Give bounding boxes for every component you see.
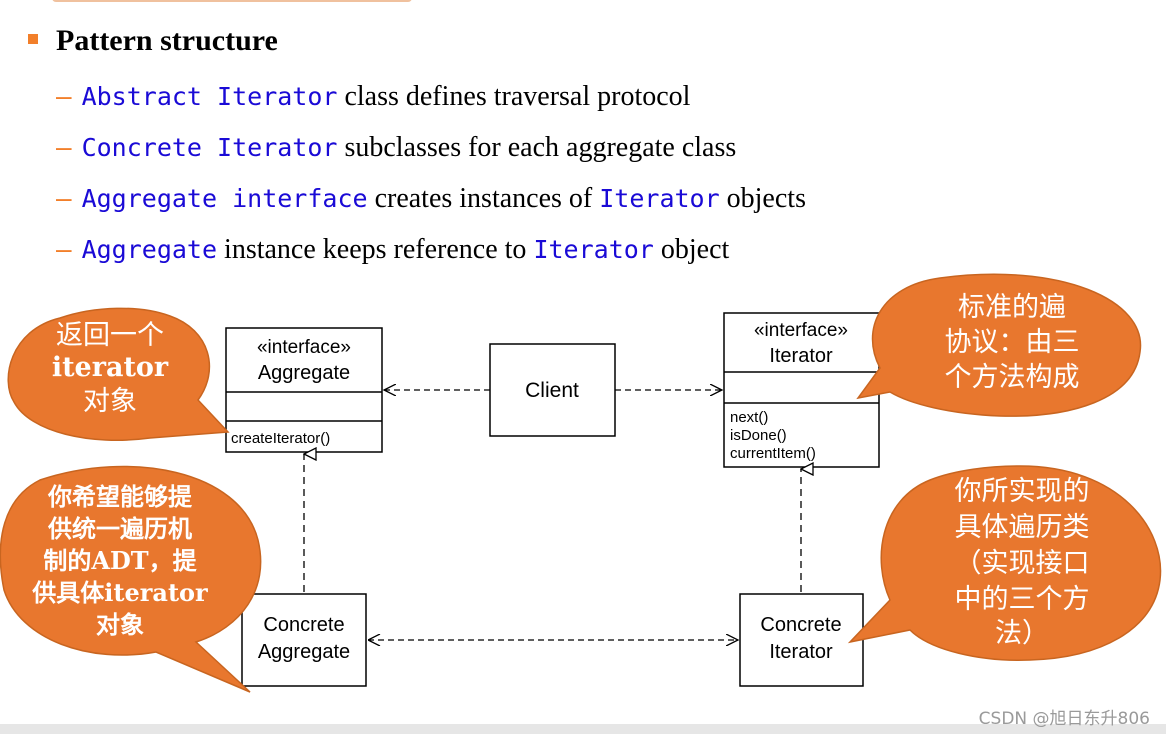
concrete-iterator-line2: Iterator [769,641,833,663]
bullet-code: Aggregate [81,235,218,264]
bullet-square-icon [28,34,38,45]
bullet-item: –Aggregate instance keeps reference to I… [56,233,806,284]
bullet-code: Abstract Iterator [81,82,338,111]
client-name: Client [525,379,579,402]
watermark: CSDN @旭日东升806 [978,709,1150,729]
callout-text: 协议：由三 [945,327,1080,358]
callout-concrete-iterator: 你所实现的 具体遍历类 （实现接口 中的三个方 法） [847,465,1162,661]
callout-text: 法） [995,618,1049,649]
callout-text: 标准的遍 [958,292,1066,323]
bullet-code: Iterator [533,235,654,264]
bullet-code: Iterator [599,184,720,213]
bullet-code: Concrete Iterator [81,133,338,162]
aggregate-interface-box: «interface» Aggregate createIterator() [225,327,383,453]
dash-icon: – [56,131,72,162]
bullet-code: Aggregate interface [81,184,368,213]
iterator-method: isDone() [730,427,787,444]
concrete-iterator-line1: Concrete [760,614,841,636]
callout-text: 对象 [83,386,137,417]
dash-icon: – [56,80,72,111]
callout-text: 中的三个方 [955,584,1090,615]
iterator-stereotype: «interface» [754,320,848,341]
callout-text: 具体遍历类 [955,512,1090,543]
bottom-scroll-bar [0,724,1166,734]
callout-adt: 你希望能够提 供统一遍历机 制的ADT，提 供具体iterator 对象 [0,465,262,693]
callout-text: 供统一遍历机 [47,514,192,543]
concrete-aggregate-line1: Concrete [263,614,344,636]
bullet-text: subclasses for each aggregate class [337,132,737,163]
concrete-aggregate-line2: Aggregate [258,641,350,663]
bullet-text: object [653,234,730,265]
bullet-item: –Aggregate interface creates instances o… [56,182,806,233]
dash-icon: – [56,233,72,264]
callout-text: 供具体iterator [31,578,208,607]
concrete-iterator-box: Concrete Iterator [739,593,864,687]
callout-text: 制的ADT，提 [43,546,197,575]
callout-return-iterator: 返回一个 iterator 对象 [7,307,230,441]
aggregate-method: createIterator() [231,430,330,447]
iterator-method: next() [730,409,768,426]
callout-standard-protocol: 标准的遍 协议：由三 个方法构成 [856,273,1142,417]
dash-icon: – [56,182,72,213]
bullet-item: –Abstract Iterator class defines travers… [56,80,806,131]
callout-text: 个方法构成 [945,362,1080,393]
section-heading: Pattern structure [28,24,278,58]
callout-text: 你希望能够提 [47,482,193,511]
bullet-list: –Abstract Iterator class defines travers… [56,80,806,284]
bullet-text: instance keeps reference to [217,234,534,265]
callout-text: （实现接口 [955,548,1090,579]
callout-text: iterator [52,352,169,383]
iterator-method: currentItem() [730,445,816,462]
clipped-previous-line [52,0,412,2]
callout-text: 你所实现的 [955,476,1090,507]
bullet-item: –Concrete Iterator subclasses for each a… [56,131,806,182]
client-box: Client [489,343,616,437]
aggregate-stereotype: «interface» [257,337,351,358]
concrete-aggregate-box: Concrete Aggregate [241,593,367,687]
callout-text: 返回一个 [56,320,164,351]
bullet-text: objects [719,183,806,214]
heading-text: Pattern structure [56,24,278,57]
bullet-text: class defines traversal protocol [337,81,691,112]
iterator-interface-box: «interface» Iterator next() isDone() cur… [723,312,880,468]
bullet-text: creates instances of [367,183,600,214]
aggregate-name: Aggregate [258,362,350,384]
callout-text: 对象 [96,610,144,639]
iterator-name: Iterator [769,345,833,367]
